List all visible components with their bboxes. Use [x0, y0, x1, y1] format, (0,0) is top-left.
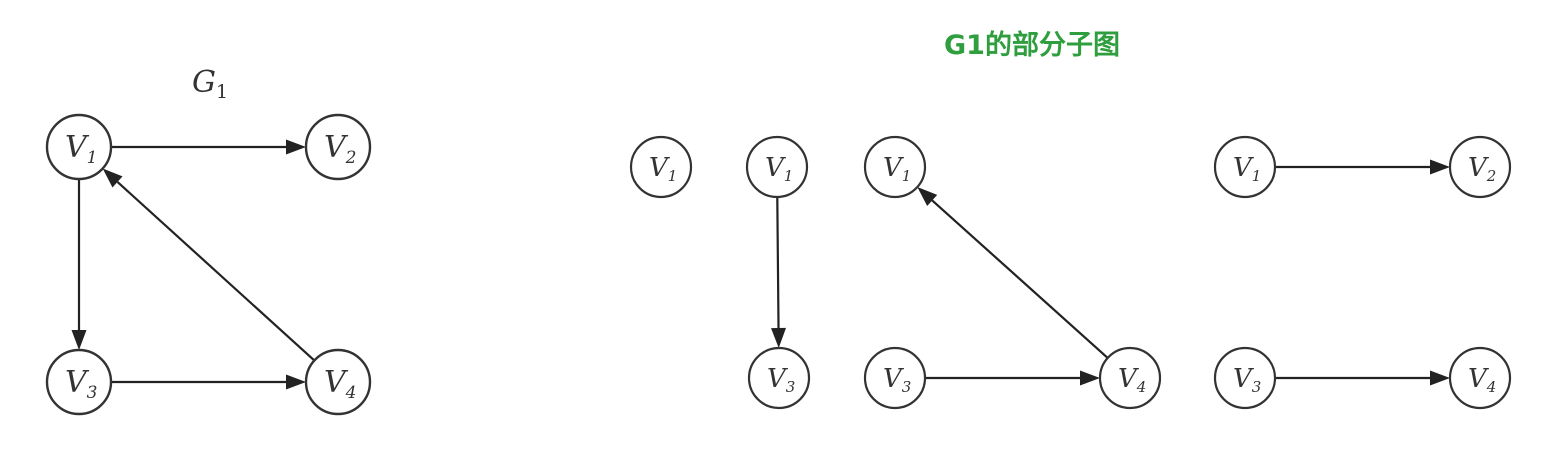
node-label: V1: [883, 153, 911, 185]
node-label: V4: [1118, 364, 1146, 396]
node-label: V2: [324, 130, 357, 168]
node-label: V3: [65, 365, 98, 403]
node-v1: V1: [863, 135, 927, 199]
node-v3: V3: [45, 348, 113, 416]
node-v2: V2: [304, 113, 372, 181]
edge-v1-v2: [111, 139, 306, 155]
node-v3: V3: [863, 346, 927, 410]
edge-v1-v2: [1275, 159, 1450, 175]
node-label: V1: [1233, 153, 1261, 185]
node-label: V3: [767, 364, 795, 396]
edge-v4-v1: [917, 187, 1109, 359]
edge-v3-v4: [111, 374, 306, 390]
node-v2: V2: [1448, 135, 1512, 199]
node-v4: V4: [1098, 346, 1162, 410]
node-v4: V4: [304, 348, 372, 416]
node-label: V3: [883, 364, 911, 396]
subgraphs-caption: G1的部分子图: [944, 29, 1120, 61]
node-label: V4: [1468, 364, 1496, 396]
node-label: V1: [649, 153, 677, 185]
subgraph-1: V1: [629, 135, 693, 199]
edge-v3-v4: [1275, 370, 1450, 386]
node-v1: V1: [629, 135, 693, 199]
edge-v1-v3: [71, 179, 87, 350]
node-v3: V3: [747, 346, 811, 410]
edge-v3-v4: [925, 370, 1100, 386]
node-label: V2: [1468, 153, 1496, 185]
node-v1: V1: [45, 113, 113, 181]
edge-v4-v1: [102, 168, 316, 362]
node-label: V4: [324, 365, 357, 403]
edge-v1-v3: [771, 196, 787, 349]
main-graph-title: G1: [192, 65, 228, 103]
node-label: V1: [65, 130, 98, 168]
node-v4: V4: [1448, 346, 1512, 410]
node-v3: V3: [1213, 346, 1277, 410]
node-label: V1: [765, 153, 793, 185]
node-v1: V1: [1213, 135, 1277, 199]
node-v1: V1: [745, 135, 809, 199]
node-label: V3: [1233, 364, 1261, 396]
